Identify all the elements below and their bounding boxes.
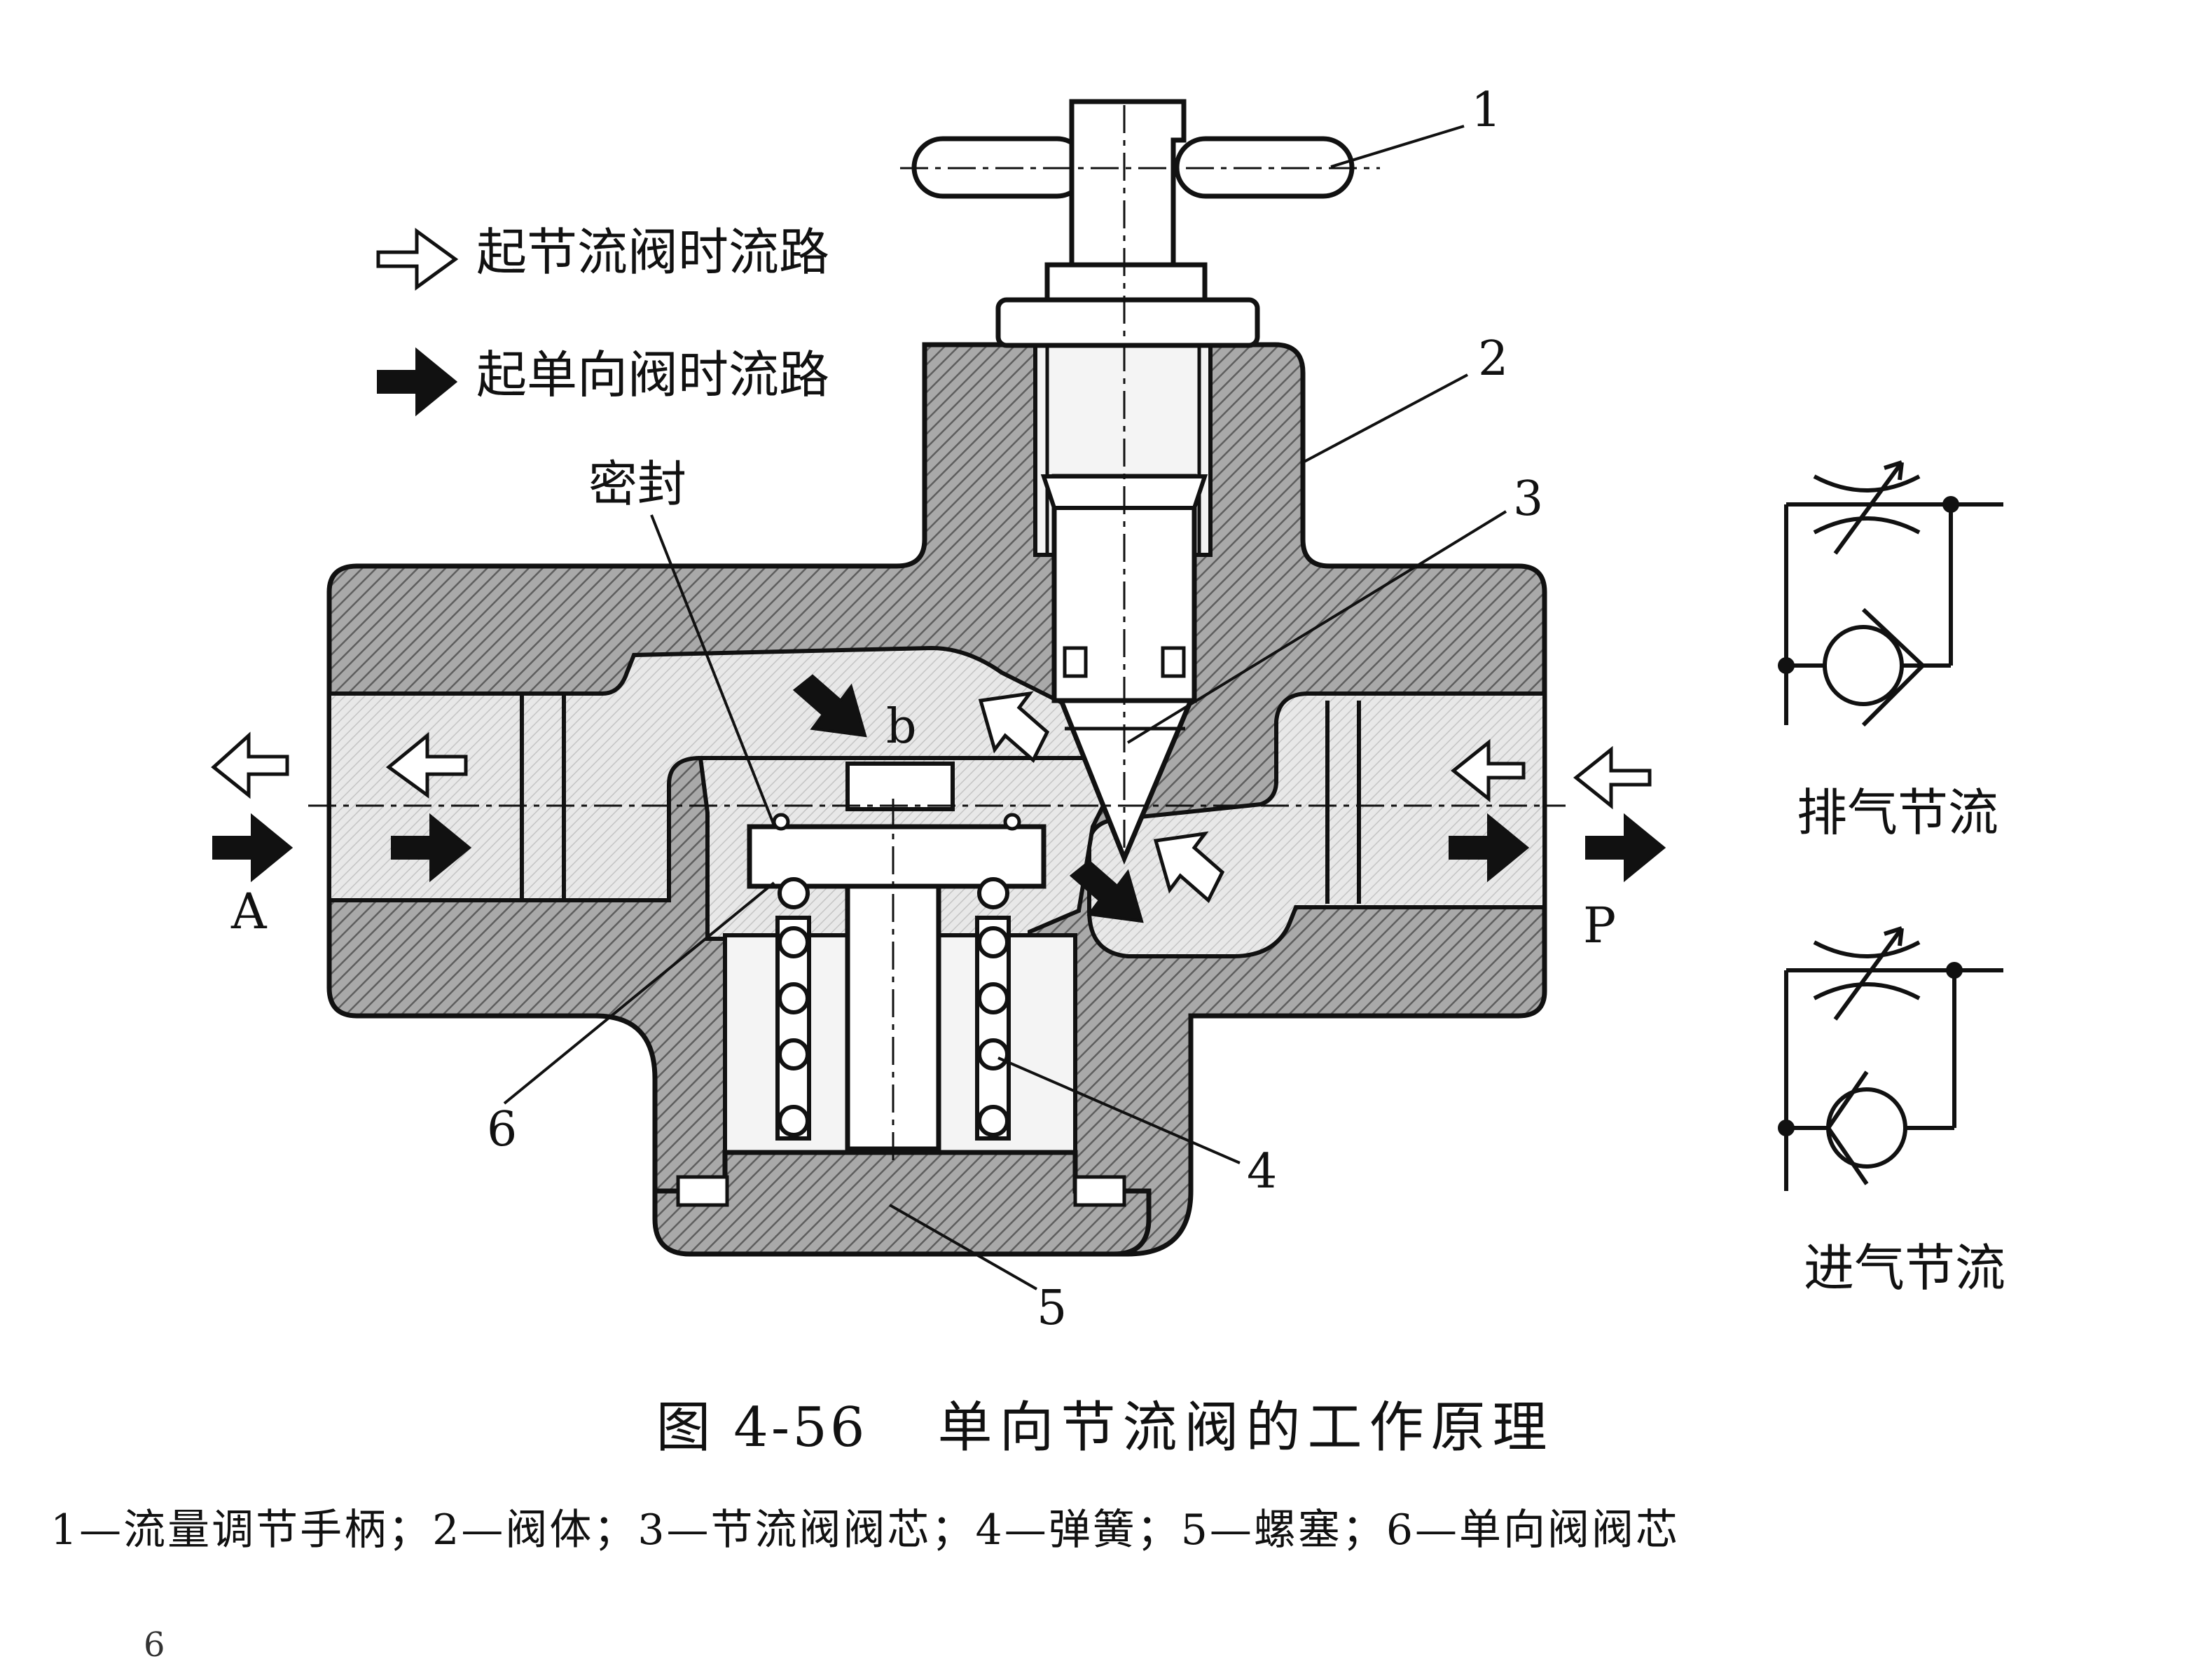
handle-stem — [1069, 99, 1187, 269]
label-port-a: A — [230, 883, 268, 940]
symbol-exhaust-throttle — [1784, 460, 2003, 727]
label-3: 3 — [1513, 471, 1543, 527]
label-6: 6 — [487, 1102, 517, 1157]
handle-nut — [995, 297, 1260, 348]
figure-caption: 图 4-56 单向节流阀的工作原理 — [0, 1384, 2210, 1462]
label-4: 4 — [1247, 1144, 1277, 1199]
symbol-intake-throttle — [1784, 926, 2003, 1191]
needle-tip — [1057, 698, 1195, 865]
symbol-intake-label: 进气节流 — [1804, 1239, 2005, 1297]
legend-throttle-path: 起节流阀时流路 — [476, 223, 829, 282]
label-seal: 密封 — [588, 455, 686, 513]
valve-diagram: 1 2 3 4 5 6 b A P 密封 起节流阀时流路 起单向阀时流路 排气节… — [211, 83, 2005, 1336]
throttle-flow-arrows — [211, 228, 1652, 904]
lock-nut — [1044, 262, 1208, 303]
label-port-p: P — [1583, 897, 1616, 954]
figure-number: 图 4-56 — [656, 1396, 868, 1459]
figure-title: 单向节流阀的工作原理 — [937, 1396, 1554, 1459]
spring-coils — [775, 877, 1011, 1141]
page-mark: 6 — [144, 1625, 165, 1665]
check-spool-head — [747, 824, 1047, 889]
label-5: 5 — [1037, 1281, 1067, 1336]
plug — [652, 1150, 1152, 1257]
o-ring-left — [1063, 646, 1088, 678]
label-2: 2 — [1478, 331, 1508, 387]
label-1: 1 — [1471, 83, 1501, 138]
check-flow-arrows — [212, 347, 1666, 923]
symbol-exhaust-label: 排气节流 — [1797, 783, 1998, 842]
o-ring-right — [1161, 646, 1186, 678]
parts-legend: 1—流量调节手柄；2—阀体；3—节流阀阀芯；4—弹簧；5—螺塞；6—单向阀阀芯 — [50, 1506, 1680, 1555]
label-b: b — [886, 699, 917, 755]
check-seat — [845, 762, 955, 811]
legend-check-path: 起单向阀时流路 — [476, 345, 829, 404]
